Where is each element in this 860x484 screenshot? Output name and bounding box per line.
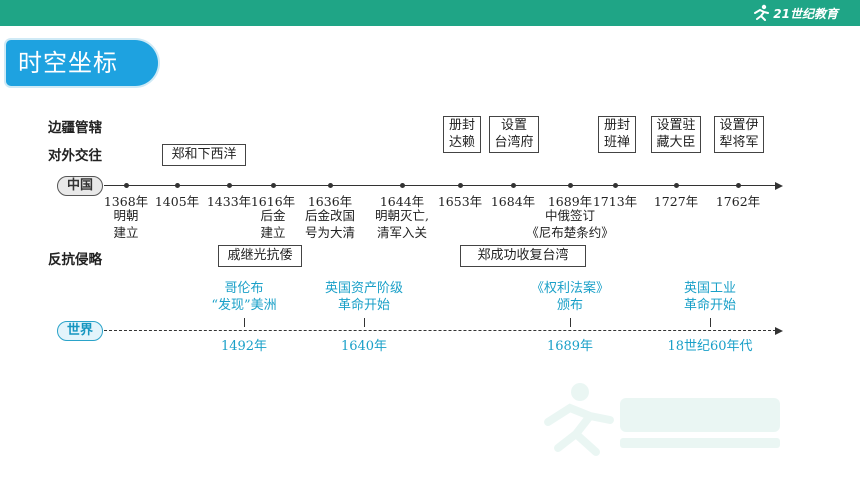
china-event-dot (735, 183, 741, 188)
runner-icon (754, 4, 770, 21)
event-box-zheng-he: 郑和下西洋 (162, 144, 246, 166)
china-timeline-axis (104, 185, 776, 186)
world-event-year: 18世纪60年代 (667, 339, 753, 354)
china-event-year: 1713年 (592, 194, 638, 209)
world-event-tick (570, 318, 571, 327)
world-axis-arrow-icon (775, 327, 783, 335)
china-event-note: 后金 建立 (260, 208, 286, 240)
china-event-year: 1433年 (206, 194, 252, 209)
label-foreign-relations: 对外交往 (48, 148, 102, 164)
brand-logo: 21世纪教育 (751, 2, 838, 24)
china-event-dot (226, 183, 232, 188)
event-box-panchen: 册封 班禅 (598, 116, 636, 153)
china-event-year: 1727年 (653, 194, 699, 209)
event-box-ili-general: 设置伊 犁将军 (714, 116, 764, 153)
world-event-tick (244, 318, 245, 327)
china-event-year: 1616年 (250, 194, 296, 209)
china-event-dot (510, 183, 516, 188)
world-timeline-axis (104, 330, 776, 331)
world-event-text: 《权利法案》 颁布 (530, 281, 610, 313)
china-event-year: 1368年 (103, 194, 149, 209)
world-label: 世界 (57, 321, 103, 341)
china-event-year: 1684年 (490, 194, 536, 209)
china-event-dot (123, 183, 129, 188)
label-resist-invasion: 反抗侵略 (48, 252, 102, 268)
world-event-tick (364, 318, 365, 327)
china-event-dot (174, 183, 180, 188)
china-event-dot (327, 183, 333, 188)
section-title-badge: 时空坐标 (6, 40, 158, 86)
top-bar: 21世纪教育 (0, 0, 860, 26)
watermark-logo-icon (544, 383, 780, 456)
china-event-note: 明朝灭亡, 清军入关 (375, 208, 429, 240)
event-box-zheng-chenggong: 郑成功收复台湾 (460, 245, 586, 267)
event-box-qi-jiguang: 戚继光抗倭 (218, 245, 302, 267)
china-event-note: 中俄签订 《尼布楚条约》 (526, 208, 614, 240)
world-event-text: 哥伦布 “发现”美洲 (211, 281, 277, 313)
china-event-dot (673, 183, 679, 188)
china-event-dot (612, 183, 618, 188)
world-event-year: 1689年 (546, 339, 594, 354)
world-event-year: 1492年 (220, 339, 268, 354)
china-event-year: 1653年 (437, 194, 483, 209)
china-event-dot (567, 183, 573, 188)
china-event-year: 1636年 (307, 194, 353, 209)
world-event-text: 英国资产阶级 革命开始 (324, 281, 404, 313)
china-event-dot (457, 183, 463, 188)
china-event-year: 1689年 (547, 194, 593, 209)
china-event-note: 明朝 建立 (113, 208, 139, 240)
china-event-dot (399, 183, 405, 188)
china-label: 中国 (57, 176, 103, 196)
world-event-tick (710, 318, 711, 327)
china-event-note: 后金改国 号为大清 (304, 208, 356, 240)
china-event-year: 1762年 (715, 194, 761, 209)
world-event-text: 英国工业 革命开始 (683, 281, 737, 313)
event-box-dalai: 册封 达赖 (443, 116, 481, 153)
event-box-taiwan-prefecture: 设置 台湾府 (489, 116, 539, 153)
world-event-year: 1640年 (340, 339, 388, 354)
china-event-dot (270, 183, 276, 188)
brand-text: 21世纪教育 (773, 6, 838, 21)
china-axis-arrow-icon (775, 182, 783, 190)
event-box-tibet-minister: 设置驻 藏大臣 (651, 116, 701, 153)
china-event-year: 1644年 (379, 194, 425, 209)
china-event-year: 1405年 (154, 194, 200, 209)
page-title: 时空坐标 (18, 49, 118, 77)
label-border-admin: 边疆管辖 (48, 120, 102, 136)
